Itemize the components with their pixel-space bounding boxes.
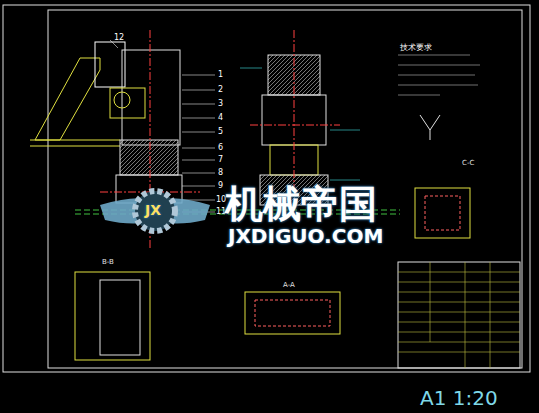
callout-number: 9 — [218, 182, 223, 190]
callout-number: 2 — [218, 86, 223, 94]
watermark: JXDIGUO.COM — [228, 226, 383, 246]
section-label: A-A — [283, 282, 295, 289]
section-label: C-C — [462, 160, 474, 167]
callout-number: 11 — [216, 208, 226, 216]
callout-number: 5 — [218, 128, 223, 136]
callout-number: 10 — [216, 196, 226, 204]
callout-number: 3 — [218, 100, 223, 108]
watermark-logo: JX — [145, 203, 161, 217]
callout-number: 1 — [218, 71, 223, 79]
callout-number: 4 — [218, 114, 223, 122]
callout-number: 6 — [218, 144, 223, 152]
notes-heading: 技术要求 — [400, 44, 432, 52]
callout-number: 7 — [218, 156, 223, 164]
callout-number: 12 — [114, 34, 124, 42]
sheet-scale: A1 1:20 — [420, 388, 498, 408]
watermark: 机械帝国 — [225, 185, 377, 223]
callout-number: 8 — [218, 169, 223, 177]
section-label: B-B — [102, 259, 114, 266]
